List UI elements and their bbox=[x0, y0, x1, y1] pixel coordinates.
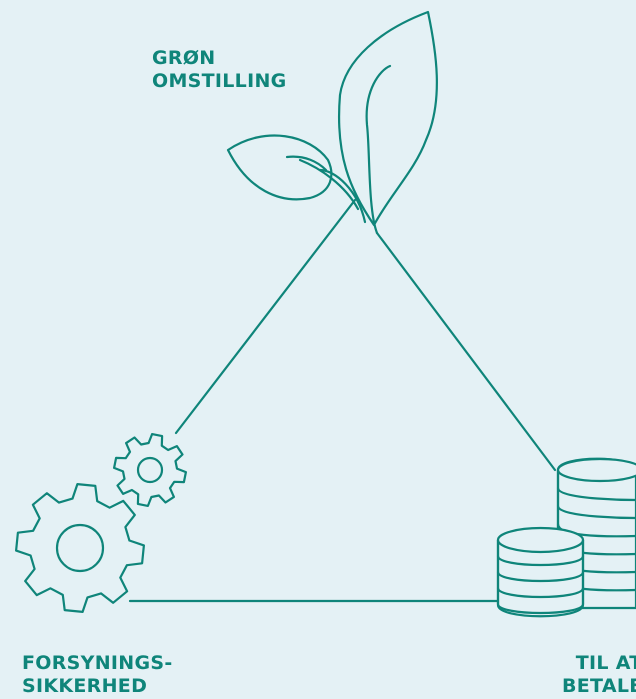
coins-icon bbox=[496, 457, 636, 618]
gears-icon bbox=[15, 433, 187, 613]
triangle-right-edge bbox=[375, 231, 557, 472]
label-affordability-line1: TIL AT bbox=[575, 652, 636, 674]
small-gear-hole bbox=[136, 456, 164, 484]
triangle-left-edge bbox=[174, 198, 357, 435]
label-green-transition-line2: OMSTILLING bbox=[152, 70, 287, 92]
label-supply-security-line1: FORSYNINGS- bbox=[22, 652, 173, 674]
large-gear-hole bbox=[55, 523, 105, 573]
sprout-icon bbox=[226, 10, 438, 235]
label-green-transition: GRØN OMSTILLING bbox=[152, 47, 287, 93]
small-gear-icon bbox=[113, 433, 187, 507]
label-affordability: TIL AT BETALE bbox=[562, 652, 636, 698]
label-green-transition-line1: GRØN bbox=[152, 47, 216, 69]
label-affordability-line2: BETALE bbox=[562, 675, 636, 697]
large-gear-icon bbox=[15, 483, 145, 613]
label-supply-security: FORSYNINGS- SIKKERHED bbox=[22, 652, 173, 698]
label-supply-security-line2: SIKKERHED bbox=[22, 675, 148, 697]
